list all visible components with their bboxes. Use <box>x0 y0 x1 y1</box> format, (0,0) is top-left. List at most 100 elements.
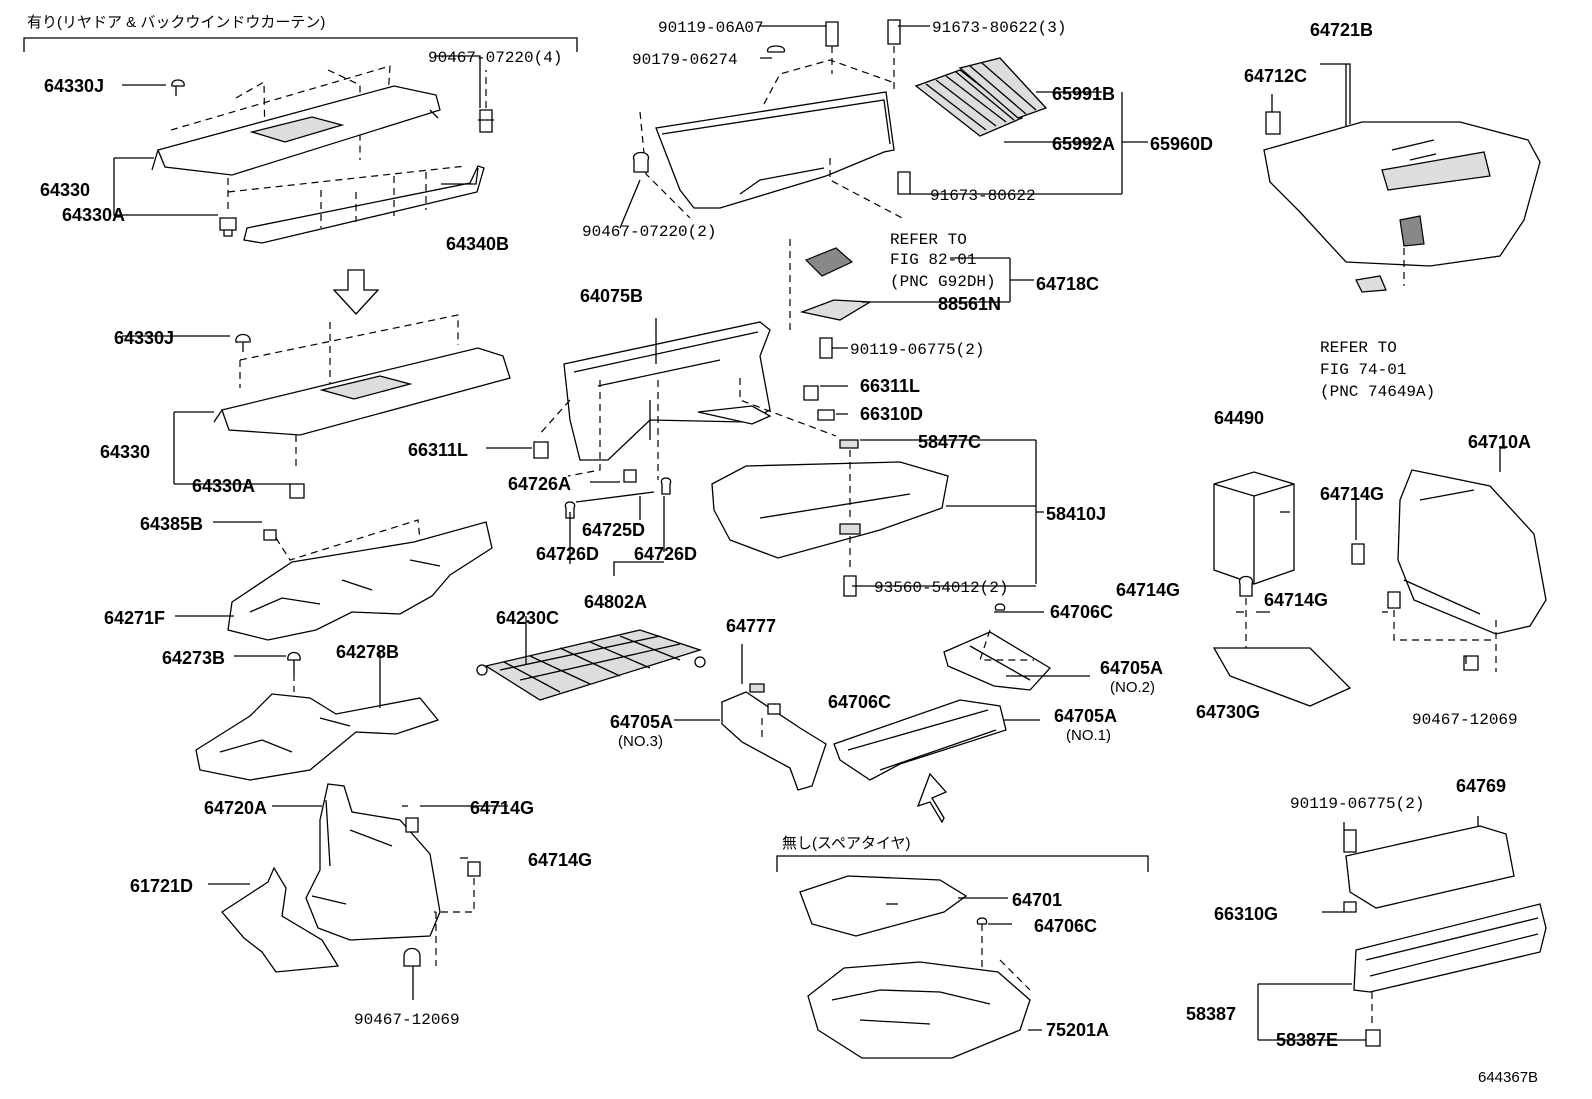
label-64714g-a: 64714G <box>470 798 534 818</box>
label-64726a: 64726A <box>508 474 571 494</box>
deck-board <box>711 439 949 597</box>
label-65960d: 65960D <box>1150 134 1213 154</box>
floor-panel-left <box>227 519 493 641</box>
floor-panel-lower <box>195 651 440 781</box>
label-refer-fig-74-1: REFER TO <box>1320 339 1397 357</box>
label-66311l-b: 66311L <box>408 440 468 460</box>
deck-box-no3 <box>721 683 827 791</box>
label-64705a-no3: 64705A <box>610 712 673 732</box>
label-65992a: 65992A <box>1052 134 1115 154</box>
tonneau-cover-lower <box>213 314 511 499</box>
label-64777: 64777 <box>726 616 776 636</box>
arrow-up-icon <box>916 772 948 824</box>
label-64714g-c: 64714G <box>1320 484 1384 504</box>
label-90119-06775-2-a: 90119-06775(2) <box>850 341 984 359</box>
label-66311l-a: 66311L <box>860 376 920 396</box>
variant-bracket-rear-door: 有り(リヤドア & バックウインドウカーテン) <box>23 14 578 52</box>
cargo-net <box>476 629 706 701</box>
label-90467-12069-a: 90467-12069 <box>354 1011 460 1029</box>
label-64385b: 64385B <box>140 514 203 534</box>
label-91673-80622-3: 91673-80622(3) <box>932 19 1066 37</box>
label-no1: (NO.1) <box>1066 727 1111 744</box>
leader-lines <box>113 25 1506 1041</box>
label-64710a: 64710A <box>1468 432 1531 452</box>
label-64706c-c: 64706C <box>1034 916 1097 936</box>
back-door-garnish <box>632 19 907 221</box>
label-figure-id: 644367B <box>1478 1069 1538 1086</box>
label-refer-fig-74-3: (PNC 74649A) <box>1320 383 1435 401</box>
label-90119-06775-2-b: 90119-06775(2) <box>1290 795 1424 813</box>
spare-tire-tray <box>799 875 1031 1059</box>
label-90179-06274: 90179-06274 <box>632 51 738 69</box>
variant-bracket-no-spare: 無し(スペアタイヤ) <box>776 835 1149 872</box>
label-64330a-b: 64330A <box>192 476 255 496</box>
tonneau-cover-upper <box>151 65 494 210</box>
back-door-trim <box>1263 111 1541 293</box>
label-64490: 64490 <box>1214 408 1264 428</box>
label-64330-a: 64330 <box>40 180 90 200</box>
label-58387: 58387 <box>1186 1004 1236 1024</box>
label-64718c: 64718C <box>1036 274 1099 294</box>
label-58387e: 58387E <box>1276 1030 1338 1050</box>
storage-box <box>1213 471 1295 585</box>
label-refer-fig-82-3: (PNC G92DH) <box>890 273 996 291</box>
label-64802a: 64802A <box>584 592 647 612</box>
label-64714g-e: 64714G <box>1264 590 1328 610</box>
scuff-plate <box>1343 825 1547 1047</box>
label-64725d: 64725D <box>582 520 645 540</box>
clip-set <box>799 247 873 421</box>
label-refer-fig-74-2: FIG 74-01 <box>1320 361 1406 379</box>
label-64330-b: 64330 <box>100 442 150 462</box>
label-64340b: 64340B <box>446 234 509 254</box>
label-64721b: 64721B <box>1310 20 1373 40</box>
label-refer-fig-82-1: REFER TO <box>890 231 967 249</box>
label-64075b: 64075B <box>580 286 643 306</box>
luggage-trim-rear <box>533 236 837 519</box>
label-64712c: 64712C <box>1244 66 1307 86</box>
label-64705a-no1: 64705A <box>1054 706 1117 726</box>
label-64230c: 64230C <box>496 608 559 628</box>
label-75201a: 75201A <box>1046 1020 1109 1040</box>
variant-label-no-spare: 無し(スペアタイヤ) <box>782 835 911 852</box>
part-labels: 64330J 64330 64330A 90467-07220(4) 64340… <box>40 19 1538 1086</box>
label-64705a-no2: 64705A <box>1100 658 1163 678</box>
deck-side-trim-right <box>1212 469 1547 707</box>
label-90467-07220-2: 90467-07220(2) <box>582 223 716 241</box>
label-64726d-b: 64726D <box>634 544 697 564</box>
speaker-grille-set <box>897 57 1048 195</box>
label-64330j-b: 64330J <box>114 328 174 348</box>
label-64701: 64701 <box>1012 890 1062 910</box>
label-64720a: 64720A <box>204 798 267 818</box>
label-64706c-b: 64706C <box>828 692 891 712</box>
tonneau-rail <box>219 165 485 244</box>
label-65991b: 65991B <box>1052 84 1115 104</box>
arrow-down-icon <box>332 269 380 315</box>
label-64706c-a: 64706C <box>1050 602 1113 622</box>
label-64271f: 64271F <box>104 608 165 628</box>
label-refer-fig-82-2: FIG 82-01 <box>890 251 976 269</box>
label-88561n: 88561N <box>938 294 1001 314</box>
label-90119-06a07: 90119-06A07 <box>658 19 764 37</box>
variant-label-rear-door: 有り(リヤドア & バックウインドウカーテン) <box>27 14 325 31</box>
label-64330j-a: 64330J <box>44 76 104 96</box>
label-90467-07220-4: 90467-07220(4) <box>428 49 562 67</box>
label-61721d: 61721D <box>130 876 193 896</box>
label-90467-12069-b: 90467-12069 <box>1412 711 1518 729</box>
label-64714g-b: 64714G <box>528 850 592 870</box>
label-91673-80622: 91673-80622 <box>930 187 1036 205</box>
label-66310d: 66310D <box>860 404 923 424</box>
label-64278b: 64278B <box>336 642 399 662</box>
label-66310g: 66310G <box>1214 904 1278 924</box>
label-64330a-a: 64330A <box>62 205 125 225</box>
label-64769: 64769 <box>1456 776 1506 796</box>
label-no3: (NO.3) <box>618 733 663 750</box>
label-64726d-a: 64726D <box>536 544 599 564</box>
side-cover-part <box>221 866 340 973</box>
label-64714g-d: 64714G <box>1116 580 1180 600</box>
label-93560-54012-2: 93560-54012(2) <box>874 579 1008 597</box>
deck-side-trim-left <box>305 783 481 967</box>
label-58477c: 58477C <box>918 432 981 452</box>
label-no2: (NO.2) <box>1110 679 1155 696</box>
